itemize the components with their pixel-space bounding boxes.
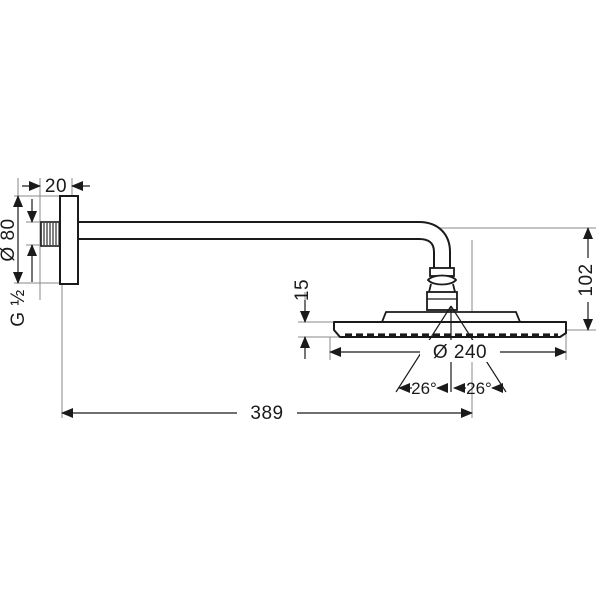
dim-label-head-thickness: 15: [292, 279, 313, 301]
dim-spray-angle-right: 26°: [453, 379, 503, 398]
dim-label-spray-angle-right: 26°: [466, 379, 492, 398]
dim-head-diameter: Ø 240: [329, 340, 567, 363]
dim-head-thickness: 15: [292, 279, 313, 359]
thread-connector: [40, 221, 62, 247]
dim-spray-angle-left: 26°: [398, 379, 448, 398]
dim-label-thread-size: G ½: [8, 289, 29, 326]
dim-total-length: 389: [61, 402, 473, 424]
ball-joint: [426, 267, 458, 311]
dim-thread-size: G ½: [8, 199, 37, 327]
dim-arm-projection: 20: [22, 176, 90, 197]
dim-label-total-height: 102: [576, 263, 597, 296]
dim-flange-diameter: Ø 80: [0, 195, 23, 284]
dim-label-arm-projection: 20: [45, 176, 67, 197]
wall-flange: [59, 195, 79, 285]
shower-arm: [77, 221, 451, 272]
dim-label-head-diameter: Ø 240: [433, 342, 487, 363]
dim-label-flange-diameter: Ø 80: [0, 218, 19, 261]
dim-label-spray-angle-left: 26°: [411, 379, 437, 398]
shower-head-plate: [333, 321, 567, 338]
dim-total-height: 102: [576, 227, 600, 331]
dim-label-total-length: 389: [250, 403, 283, 424]
